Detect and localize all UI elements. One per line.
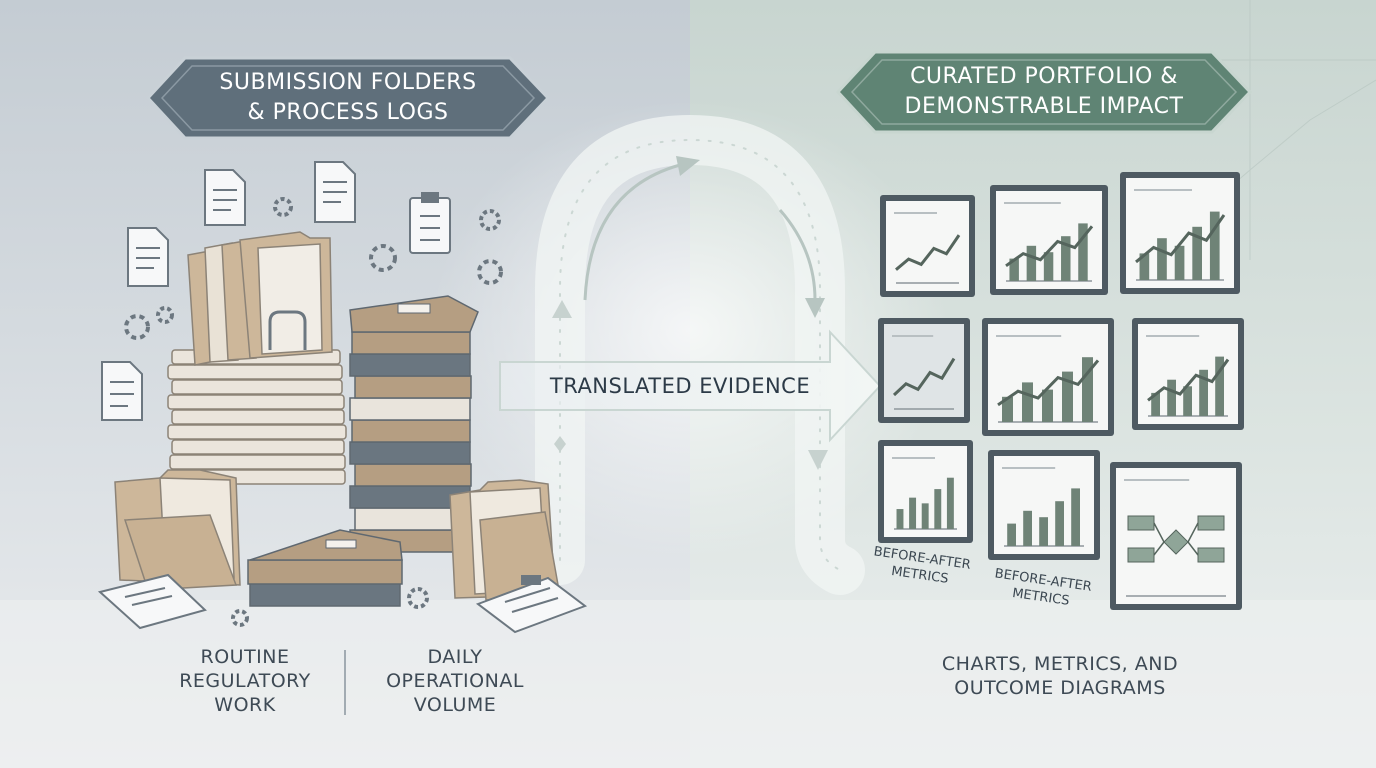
caption-line: WORK: [214, 694, 276, 716]
dashboard-panel: [880, 195, 975, 297]
caption-line: OPERATIONAL: [386, 670, 524, 692]
dashboard-panel: [990, 185, 1108, 295]
left-title-line-2: & PROCESS LOGS: [247, 100, 449, 125]
left-title-ribbon: [145, 56, 551, 140]
clipboard-icons: [97, 573, 588, 634]
dashboard-panel: [982, 318, 1114, 436]
arch-flow: [535, 114, 865, 595]
translation-arrow: [499, 329, 882, 443]
dashboard-panel: [1110, 462, 1242, 610]
dashboard-panel: [1120, 172, 1240, 294]
dashboard-grid: [878, 172, 1244, 610]
dashboard-panel: [1132, 318, 1244, 430]
document-icons: [101, 161, 451, 421]
right-title-line-2: DEMONSTRABLE IMPACT: [904, 94, 1184, 119]
right-title-line-1: CURATED PORTFOLIO &: [910, 64, 1178, 89]
left-caption-routine: ROUTINE REGULATORY WORK: [160, 645, 330, 717]
folder-stack: [114, 231, 347, 591]
right-caption: CHARTS, METRICS, AND OUTCOME DIAGRAMS: [900, 652, 1220, 700]
dashboard-panel: [878, 318, 970, 423]
book-stacks: [247, 295, 479, 607]
caption-line: VOLUME: [413, 694, 497, 716]
dashboard-panel: [878, 440, 973, 543]
right-title-ribbon: [835, 50, 1253, 134]
caption-line: ROUTINE: [200, 646, 290, 668]
caption-line: OUTCOME DIAGRAMS: [954, 677, 1166, 699]
dashboard-panel: [988, 450, 1100, 560]
caption-line: CHARTS, METRICS, AND: [941, 653, 1179, 675]
gear-icons: [124, 197, 503, 627]
front-folder: [449, 479, 561, 601]
left-caption-daily: DAILY OPERATIONAL VOLUME: [360, 645, 550, 717]
caption-line: DAILY: [427, 646, 483, 668]
caption-line: REGULATORY: [179, 670, 311, 692]
left-title-line-1: SUBMISSION FOLDERS: [219, 70, 477, 95]
right-title: CURATED PORTFOLIO & DEMONSTRABLE IMPACT: [862, 62, 1226, 122]
left-title: SUBMISSION FOLDERS & PROCESS LOGS: [175, 68, 521, 128]
translated-evidence-label: TRANSLATED EVIDENCE: [549, 374, 811, 398]
